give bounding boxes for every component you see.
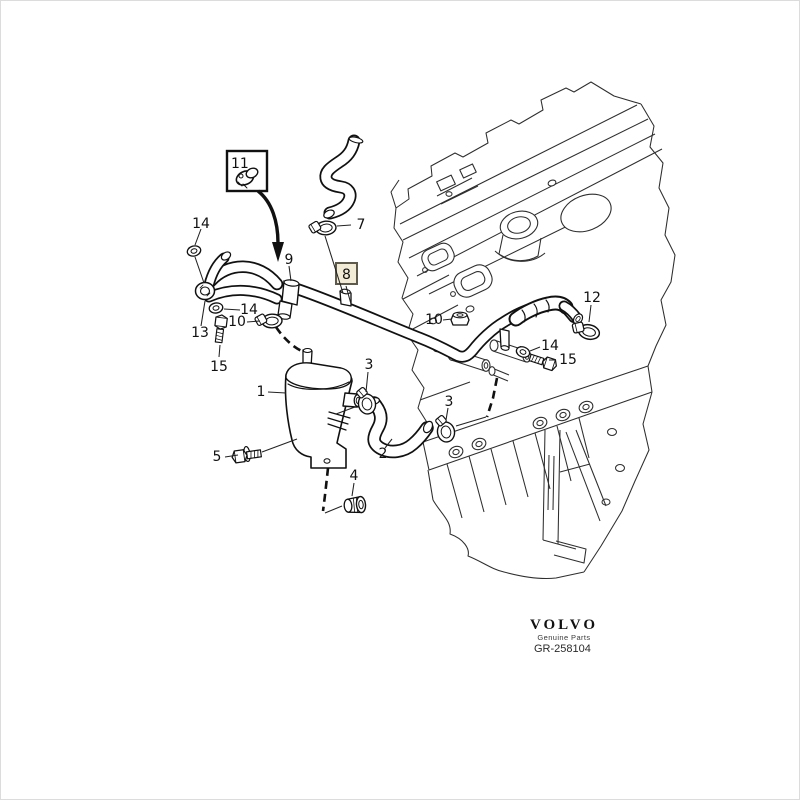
callout-14-left-mid: 14 <box>240 302 258 318</box>
callout-14-right: 14 <box>541 338 559 354</box>
part-14-washer-left <box>207 301 225 315</box>
callout-14-upper-left: 14 <box>192 216 210 232</box>
volvo-wordmark: VOLVO <box>530 617 598 633</box>
callout-4: 4 <box>350 468 359 484</box>
part-12-clamp <box>568 319 602 342</box>
volvo-logo-block: VOLVO Genuine Parts GR-258104 <box>530 617 598 655</box>
part-4-bushing <box>343 495 367 514</box>
part-14-washer-upper-left <box>185 243 203 259</box>
leader-lines <box>194 224 592 514</box>
figure-number: GR-258104 <box>534 643 591 655</box>
part-7-clamp <box>307 218 338 238</box>
callout-1: 1 <box>257 384 266 400</box>
callout-5: 5 <box>213 449 222 465</box>
callout-10-right: 10 <box>425 312 443 328</box>
canister-cap <box>285 362 352 390</box>
bolt-bosses <box>448 400 594 459</box>
part-15-bolt-left <box>212 313 229 344</box>
callout-11-box <box>225 149 284 262</box>
part-2-elbow-hose <box>367 396 434 459</box>
callout-11: 11 <box>231 156 249 172</box>
hose-flange <box>194 281 216 301</box>
callout-3-upper: 3 <box>365 357 374 373</box>
part-8-breather-pipe <box>291 283 584 363</box>
callout-3-lower: 3 <box>445 394 454 410</box>
clip-glyph <box>235 167 259 189</box>
callout-15-right: 15 <box>559 352 577 368</box>
left-breather-hose <box>194 251 284 305</box>
part-15-bolt-right <box>527 351 559 373</box>
callout-13: 13 <box>191 325 209 341</box>
callout-11-arrow <box>256 189 280 244</box>
part-10-nut-right <box>450 311 470 326</box>
part-3-clamp-lower <box>433 412 457 445</box>
callout-9: 9 <box>285 252 294 268</box>
engine-line-art <box>390 81 676 580</box>
fasteners <box>185 218 602 514</box>
part-1-oil-trap <box>284 347 363 469</box>
oil-filler-cap <box>499 210 539 240</box>
callout-10-left: 10 <box>228 314 246 330</box>
callout-labels: 11 14 13 14 10 15 9 7 8 10 12 14 15 1 3 … <box>191 156 601 484</box>
callout-2: 2 <box>379 446 388 462</box>
callout-8-badge <box>335 262 358 285</box>
callout-12: 12 <box>583 290 601 306</box>
genuine-parts-tagline: Genuine Parts <box>537 633 590 642</box>
callout-7: 7 <box>357 217 366 233</box>
callout-8-highlighted: 8 <box>342 267 351 283</box>
pipe-lower-nipple <box>499 328 510 349</box>
part-10-clamp-left <box>253 311 284 330</box>
part-7-upper-hose <box>319 134 364 220</box>
callout-15-left: 15 <box>210 359 228 375</box>
